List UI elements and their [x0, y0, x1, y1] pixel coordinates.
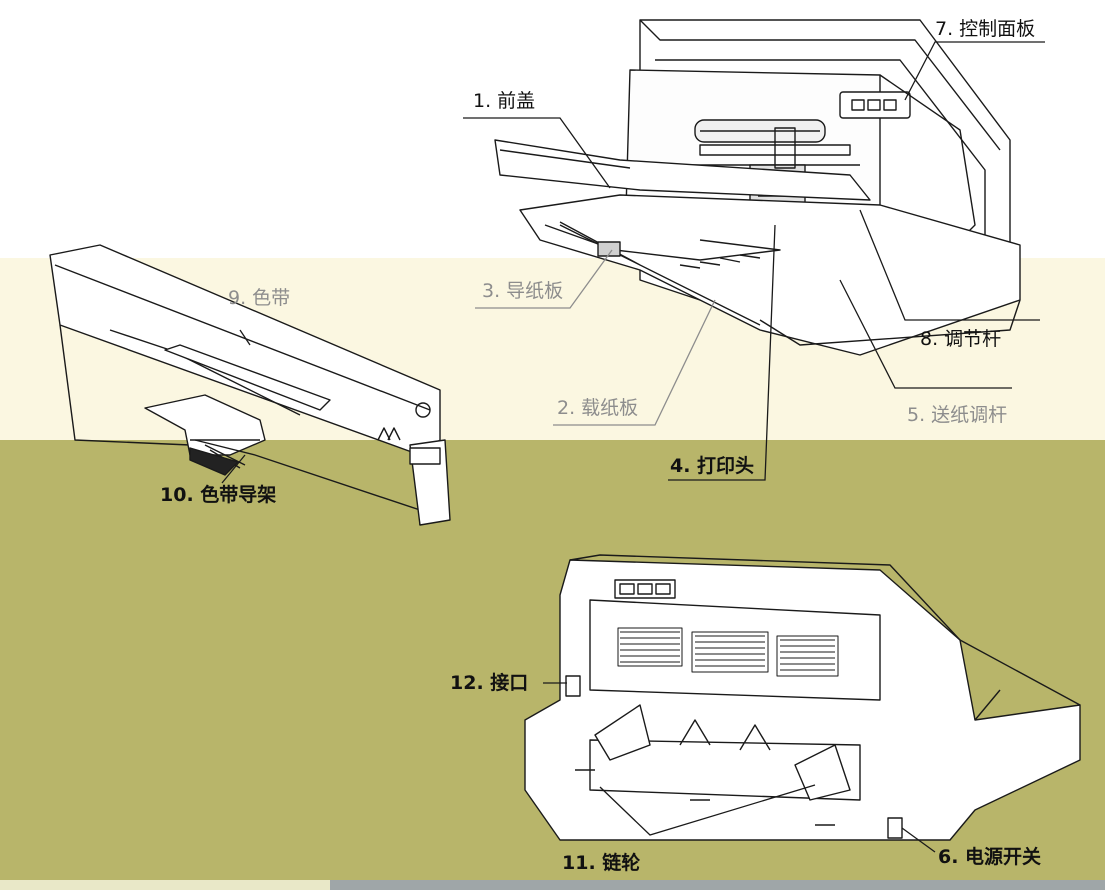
label-adjust-lever: 8. 调节杆 — [920, 328, 1002, 350]
printer-rear-drawing — [524, 554, 1081, 841]
bottom-strip-left — [0, 880, 330, 890]
label-paper-feed-lever: 5. 送纸调杆 — [907, 404, 1008, 426]
label-control-panel: 7. 控制面板 — [935, 18, 1036, 40]
label-ribbon: 9. 色带 — [228, 287, 291, 309]
printer-front-drawing — [494, 19, 1021, 356]
label-paper-support: 2. 载纸板 — [557, 397, 639, 419]
label-front-cover: 1. 前盖 — [473, 90, 536, 112]
label-ribbon-guide: 10. 色带导架 — [160, 484, 277, 506]
label-power-switch: 6. 电源开关 — [938, 846, 1042, 868]
leader-lines — [221, 41, 1045, 853]
bottom-strip — [0, 880, 1105, 890]
ribbon-cartridge-drawing — [49, 244, 451, 526]
label-sprocket: 11. 链轮 — [562, 852, 641, 874]
label-print-head: 4. 打印头 — [670, 455, 755, 477]
label-paper-guide: 3. 导纸板 — [482, 280, 564, 302]
label-interface: 12. 接口 — [450, 672, 529, 694]
